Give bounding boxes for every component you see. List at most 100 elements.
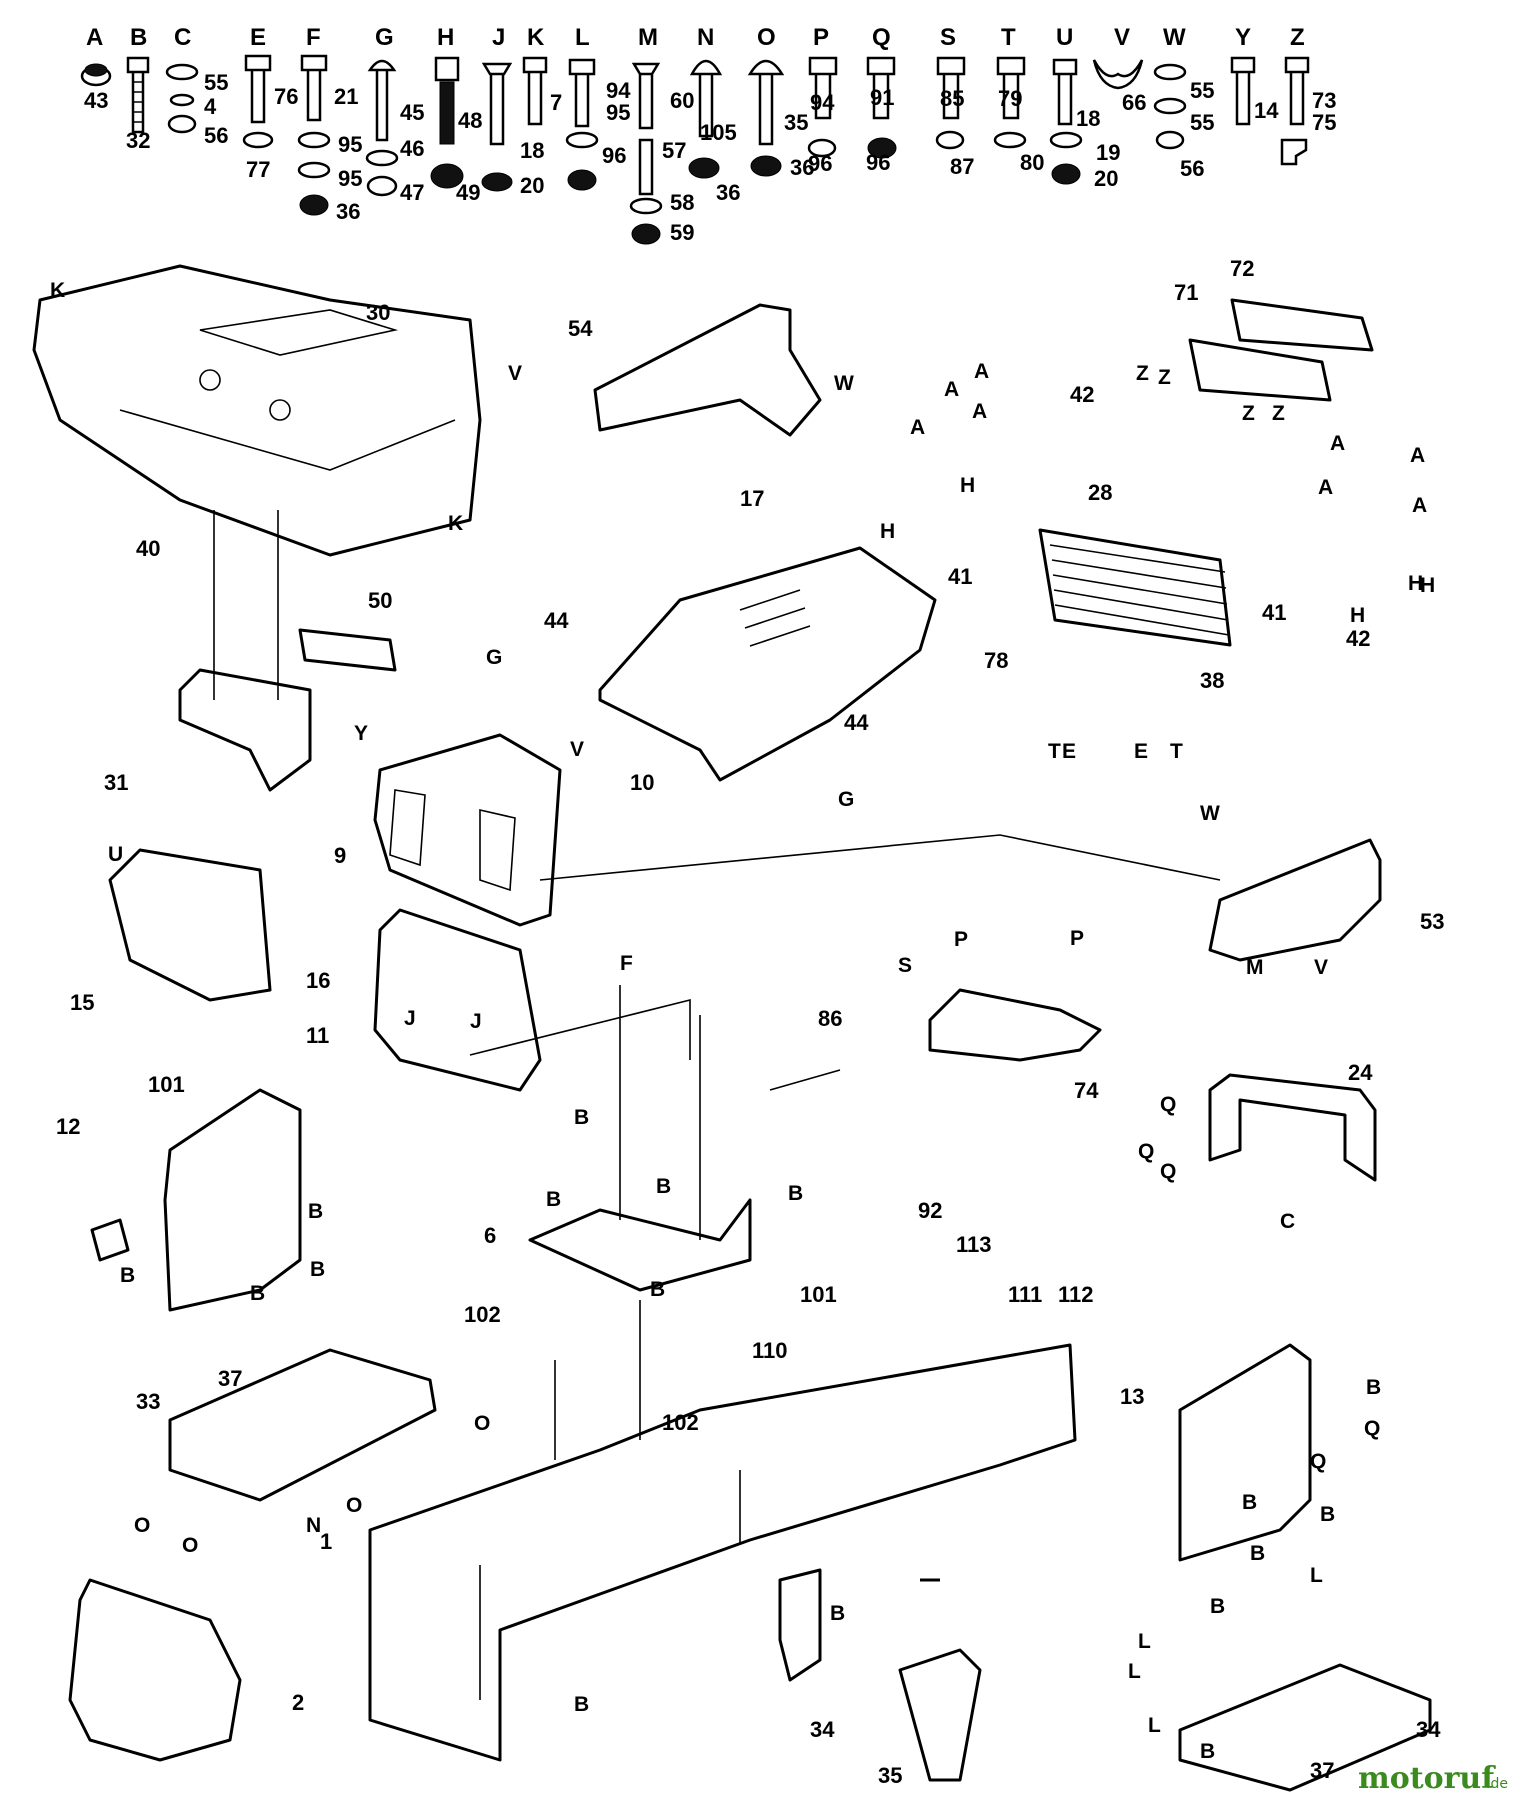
hardware-t-washer xyxy=(993,131,1027,149)
part-num-5: 28 xyxy=(1088,480,1112,505)
hardware-g-washer xyxy=(365,149,399,167)
hardware-z-screw xyxy=(1284,56,1310,126)
callout-30: J xyxy=(404,1007,416,1030)
part-frame-lines xyxy=(479,1470,741,1700)
hw-num-19: 94 xyxy=(606,78,631,103)
hardware-p-nut xyxy=(807,138,837,158)
callout-59: B xyxy=(574,1693,589,1716)
part-hood-detail xyxy=(119,309,456,471)
hw-num-15: 49 xyxy=(456,180,480,205)
part-num-23: 86 xyxy=(818,1006,842,1031)
callout-50: B xyxy=(250,1282,265,1305)
hardware-c-nut xyxy=(167,114,197,134)
part-num-2: 72 xyxy=(1230,256,1254,281)
callout-69: B xyxy=(1200,1740,1215,1763)
callout-68: L xyxy=(1148,1714,1161,1737)
callout-38: T xyxy=(1170,740,1183,763)
callout-34: S xyxy=(898,954,912,977)
callout-58: B xyxy=(1210,1595,1225,1618)
part-footrest-33 xyxy=(168,1348,437,1502)
part-num-38: 33 xyxy=(136,1389,160,1414)
hw-num-35: 87 xyxy=(950,154,974,179)
callout-23: Y xyxy=(354,722,368,745)
hardware-l-washer xyxy=(565,131,599,149)
hardware-o-nut xyxy=(750,155,782,177)
parts xyxy=(32,264,1432,1792)
hardware-f-bolt xyxy=(300,54,328,122)
part-num-32: 112 xyxy=(1058,1282,1094,1307)
hw-num-9: 95 xyxy=(338,166,362,191)
callout-10: A xyxy=(972,400,987,423)
callout-29: W xyxy=(1200,802,1220,825)
part-num-16: 38 xyxy=(1200,668,1224,693)
hardware-b-threads xyxy=(133,81,143,123)
hardware-m-pin xyxy=(638,138,654,196)
hw-num-4: 56 xyxy=(204,123,228,148)
part-num-37: 13 xyxy=(1120,1384,1144,1409)
part-dash-cover-17 xyxy=(598,546,937,782)
hardware-w-nut xyxy=(1155,130,1185,150)
hw-letter-2: C xyxy=(174,24,191,51)
hardware-f-washer-2 xyxy=(297,161,331,179)
hw-letter-17: U xyxy=(1056,24,1073,51)
part-hood xyxy=(32,264,482,557)
hardware-u-washer xyxy=(1049,131,1083,149)
part-plate-6 xyxy=(528,1198,752,1292)
assembly-leader-lines xyxy=(213,510,1221,1460)
part-num-18: 10 xyxy=(630,770,654,795)
callout-39: Q xyxy=(1160,1093,1176,1116)
hardware-e-bolt xyxy=(244,54,272,124)
hw-num-11: 45 xyxy=(400,100,424,125)
part-grille-72 xyxy=(1230,298,1374,352)
hw-num-29: 36 xyxy=(790,155,814,180)
part-plate-74 xyxy=(928,988,1102,1062)
callout-52: B xyxy=(1366,1376,1381,1399)
hw-num-40: 20 xyxy=(1094,166,1118,191)
part-num-11: 44 xyxy=(844,710,869,735)
hw-num-16: 18 xyxy=(520,138,544,163)
part-mount-31 xyxy=(178,668,312,792)
hw-num-17: 20 xyxy=(520,173,544,198)
callout-40: Q xyxy=(1138,1140,1154,1163)
hw-letter-4: F xyxy=(306,24,321,51)
hardware-n-nut xyxy=(688,157,720,179)
callout-67: L xyxy=(1128,1660,1141,1683)
callout-46: B xyxy=(788,1182,803,1205)
hw-letter-7: J xyxy=(492,24,505,51)
part-num-12: 40 xyxy=(136,536,160,561)
callout-70: B xyxy=(830,1602,845,1625)
part-handle-24 xyxy=(1208,1073,1377,1182)
hw-letter-0: A xyxy=(86,24,103,51)
part-num-25: 11 xyxy=(306,1023,329,1048)
hardware-u-screw xyxy=(1052,58,1078,126)
callout-9: A xyxy=(974,360,989,383)
callout-55: B xyxy=(1242,1491,1257,1514)
hw-num-26: 59 xyxy=(670,220,694,245)
part-num-8: 42 xyxy=(1346,626,1370,651)
callout-62: L xyxy=(1310,1564,1323,1587)
hw-letter-1: B xyxy=(130,24,147,51)
hardware-h-nut xyxy=(430,163,464,189)
hardware-u-nut xyxy=(1051,163,1081,185)
hardware-o-bolt xyxy=(747,59,785,146)
hw-num-33: 96 xyxy=(866,150,890,175)
hardware-q-bolt xyxy=(866,56,896,120)
callout-54: Q xyxy=(1310,1450,1326,1473)
callout-3: W xyxy=(834,372,854,395)
callout-64: N xyxy=(306,1514,321,1537)
callout-31: J xyxy=(470,1010,482,1033)
callout-13: A xyxy=(1318,476,1333,499)
part-control-panel-9 xyxy=(373,733,562,927)
hardware-l-bolt xyxy=(568,58,596,128)
hw-letter-6: H xyxy=(437,24,454,51)
part-num-20: 16 xyxy=(306,968,330,993)
hw-num-2: 55 xyxy=(204,70,228,95)
part-num-19: 15 xyxy=(70,990,94,1015)
hardware-j-nut xyxy=(481,172,513,192)
hw-num-25: 58 xyxy=(670,190,694,215)
part-num-42: 34 xyxy=(810,1717,835,1742)
part-dash-vents xyxy=(739,589,811,647)
hw-num-1: 32 xyxy=(126,128,150,153)
